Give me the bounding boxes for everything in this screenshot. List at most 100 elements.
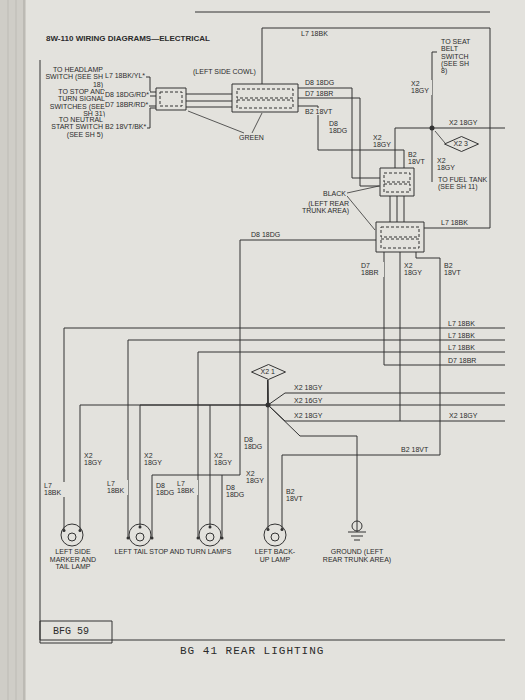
lamp-pin [128, 518, 129, 538]
ground-symbol: GROUND (LEFT REAR TRUNK AREA) [321, 518, 393, 563]
lamp-socket [129, 524, 151, 546]
wire-label: BLACK [322, 190, 347, 197]
wire-label: B2 18VT [285, 488, 307, 503]
wire [432, 128, 433, 182]
wire-label: X2 18GY [293, 412, 323, 419]
component-name: LEFT SIDE MARKER AND TAIL LAMP [47, 518, 99, 571]
wire-label: L7 18BK [447, 344, 476, 351]
connector [384, 184, 410, 192]
book-edge [24, 0, 25, 700]
wire [282, 252, 440, 518]
connector [156, 84, 424, 252]
wire-label: TO STOP AND TURN SIGNAL SWITCHES (SEE SH… [44, 88, 106, 117]
lamp-bulb [68, 533, 76, 541]
lamp-symbol: LEFT SIDE MARKER AND TAIL LAMP [47, 518, 99, 571]
leader-line [347, 196, 375, 230]
ground-wire-x2 [140, 380, 268, 518]
wire [186, 107, 232, 108]
splice-number: 1 [271, 368, 275, 376]
wire-label: D8 18DG [243, 436, 265, 451]
frame-line [40, 621, 112, 643]
wire-label: D7 18BR [304, 90, 334, 97]
splice-diamond [251, 365, 285, 380]
wire [384, 252, 505, 365]
page-number: BFG 59 [52, 626, 90, 637]
wire-label: L7 18BK [176, 480, 198, 495]
wire-label: X2 18GY [372, 134, 394, 149]
book-edge [8, 0, 9, 700]
pin-dot [281, 528, 284, 531]
wire-label: TO SEAT BELT SWITCH (SEE SH 8) [440, 38, 478, 75]
pin-dot [197, 537, 200, 540]
connector [232, 84, 298, 112]
pin-dot [79, 529, 82, 532]
wire [298, 88, 380, 178]
lamp-pin [268, 518, 269, 530]
splice-callout: X21 [251, 364, 285, 380]
connector [381, 239, 419, 248]
connector [384, 173, 410, 182]
pin-dot [151, 537, 154, 540]
pin-dot [209, 526, 212, 529]
lamp-symbol-outline [250, 518, 300, 548]
frame-line [195, 12, 490, 13]
wire-label: D7 18BR/RD* [104, 101, 149, 108]
ground-bar [351, 536, 363, 537]
wire-label: TO FUEL TANK (SEE SH 11) [437, 176, 489, 191]
wire [152, 240, 376, 518]
wire [268, 405, 505, 421]
wire [268, 405, 505, 406]
ground-symbol-outline [321, 518, 393, 548]
wire-label: (LEFT REAR TRUNK AREA) [292, 200, 350, 215]
wire [198, 352, 505, 518]
ground-bar [354, 540, 360, 541]
wire-label: D7 18BR [360, 262, 384, 277]
book-edge [0, 0, 26, 700]
connector [237, 100, 293, 108]
wire-label: X2 18GY [410, 80, 432, 95]
connector [381, 227, 419, 237]
lamp-pin [198, 518, 199, 538]
lamp-symbol: LEFT BACK-UP LAMP [250, 518, 300, 563]
splice-dot [430, 126, 435, 131]
wire-label: X2 18GY [293, 384, 323, 391]
book-edge [16, 0, 17, 700]
ground-bar [348, 532, 366, 533]
wire-label: TO NEUTRAL START SWITCH (SEE SH 5) [44, 116, 104, 138]
leader-line [188, 111, 244, 133]
wire-label: X2 18GY [143, 452, 165, 467]
pin-dot [63, 529, 66, 532]
splice-number: X2 [454, 140, 463, 148]
component-name: GROUND (LEFT REAR TRUNK AREA) [321, 518, 393, 563]
lamp-symbol: LEFT TAIL STOP AND TURN LAMPS [108, 518, 238, 556]
lamp-pin [64, 518, 65, 530]
wire [64, 28, 505, 518]
component-name: LEFT TAIL STOP AND TURN LAMPS [108, 518, 238, 556]
ground-wire-x2 [268, 380, 357, 518]
page-title: 8W-110 WIRING DIAGRAMS—ELECTRICAL [46, 34, 210, 43]
ground-wire-x2 [80, 380, 268, 518]
pin-dot [127, 537, 130, 540]
wire-label: L7 18BK/YL* [104, 72, 146, 79]
connector [380, 168, 414, 196]
wire-label: GREEN [238, 134, 265, 141]
splice-number: X2 [261, 368, 270, 376]
wire [298, 98, 380, 186]
wire-label: D8 18DG [304, 79, 335, 86]
wire [64, 328, 505, 518]
lamp-bulb [136, 533, 144, 541]
lamp-socket [264, 524, 286, 546]
wire-label: L7 18BK [300, 30, 329, 37]
wire-label: B2 18VT [407, 151, 429, 166]
wire [397, 196, 398, 222]
lamp-symbol-outline [47, 518, 99, 548]
leader-line [188, 111, 445, 230]
wire-label: L7 18BK [440, 219, 469, 226]
wire-label: B2 18VT/BK* [104, 123, 147, 130]
book-edge [0, 0, 26, 700]
wire-label: B2 18VT [400, 446, 429, 453]
lamp-socket [199, 524, 221, 546]
wire-label: X2 18GY [245, 470, 267, 485]
wire-label: D8 18DG [155, 482, 177, 497]
